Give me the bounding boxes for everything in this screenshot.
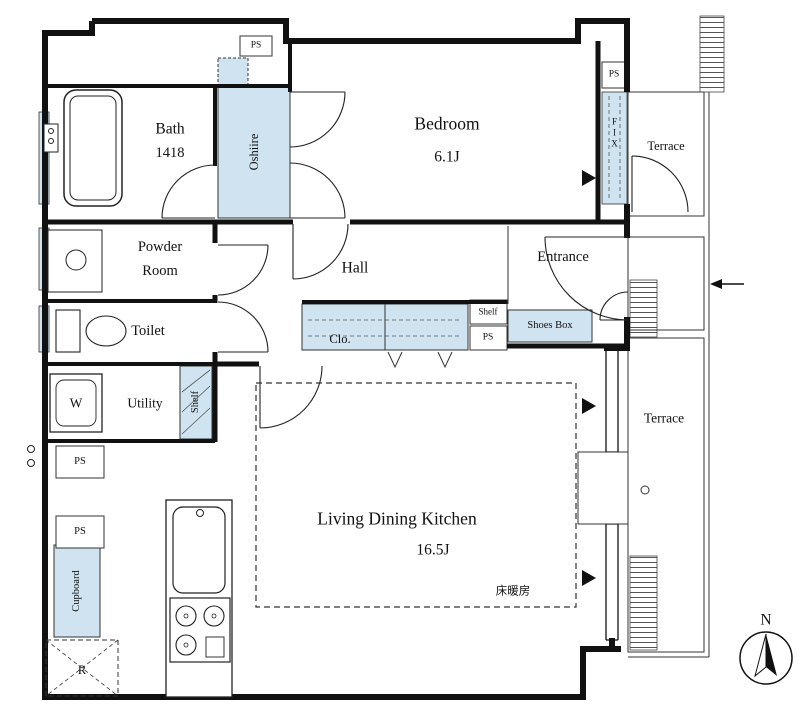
ps-label-mid: PS (482, 332, 494, 343)
ps-label-left2: PS (74, 525, 86, 537)
bath-label: Bath (155, 120, 185, 138)
oshiire-box (217, 85, 291, 219)
ps-box-left2 (55, 515, 105, 549)
terrace-upper-label: Terrace (647, 138, 685, 153)
shoes-box-label: Shoes Box (527, 319, 573, 331)
entry-arrow (710, 279, 744, 289)
bedroom-size-label: 6.1J (434, 148, 460, 166)
ps-box-mid (469, 325, 508, 351)
kitchen-counter (165, 499, 233, 698)
washing-machine (49, 373, 103, 433)
terrace-lower-label: Terrace (643, 410, 685, 426)
sink-faucet (196, 509, 204, 517)
bath-door (161, 164, 216, 219)
powder-door (217, 244, 269, 296)
toilet-fixture (55, 309, 127, 353)
oshiire-label: Oshiire (246, 133, 261, 171)
ps-label-left1: PS (74, 455, 86, 467)
louver-gratings (629, 15, 725, 651)
terrace-windows (605, 349, 619, 641)
entrance-label: Entrance (537, 248, 589, 265)
ps-box-top (239, 35, 273, 57)
shower-fixture (43, 123, 59, 153)
ps-box-left1 (55, 445, 105, 479)
utility-label: Utility (127, 395, 163, 411)
oshiire-door-2 (289, 162, 346, 219)
entrance-door-main (544, 236, 629, 321)
bedroom-label: Bedroom (414, 113, 480, 134)
shelf-upper-label: Shelf (478, 306, 498, 317)
ps-box-topright (601, 61, 628, 89)
storage-fills (38, 57, 628, 638)
terrace-upper-door (631, 155, 689, 213)
refrigerator-label: R (77, 662, 87, 677)
fix-label: FIX (609, 116, 620, 150)
powder-room-label-1: Powder (137, 238, 183, 255)
utility-meters (27, 445, 35, 467)
shelf-utility-label: Shelf (189, 390, 201, 414)
refrigerator-space (45, 639, 119, 697)
structural-column (577, 451, 629, 525)
door-swings (161, 91, 689, 429)
kitchen-sink (172, 506, 226, 594)
closet-label: Clo. (329, 331, 351, 346)
bedroom-door (292, 223, 349, 280)
bath-dim-label: 1418 (155, 144, 185, 161)
floor-heating-area (255, 382, 577, 608)
fix-window-box (601, 91, 628, 205)
hall-label: Hall (341, 259, 369, 277)
terrace-railing (628, 92, 710, 658)
ps-label-topright: PS (608, 69, 620, 80)
bathtub (63, 89, 123, 207)
ps-label-top: PS (250, 40, 262, 51)
ldk-label: Living Dining Kitchen (317, 508, 477, 529)
entrance-door-child (599, 291, 629, 321)
ps-boxes (55, 35, 628, 549)
north-compass (739, 631, 793, 685)
terrace-drain-circle (640, 485, 650, 495)
washer-label: W (69, 395, 83, 411)
vanity-sink (47, 229, 103, 293)
north-label: N (760, 611, 772, 629)
hanger-pipes (387, 351, 453, 369)
duct-box (217, 57, 249, 86)
powder-room-label-2: Room (142, 262, 178, 279)
oshiire-door-1 (289, 91, 346, 148)
toilet-door (217, 301, 269, 353)
ldk-size-label: 16.5J (416, 541, 450, 559)
cupboard-box (53, 544, 101, 638)
terrace-upper-area (627, 91, 705, 217)
ldk-door (259, 365, 323, 429)
stove-grill (205, 636, 225, 658)
walls (42, 18, 630, 700)
floor-heating-label: 床暖房 (495, 585, 531, 598)
shoes-box-box (507, 309, 593, 343)
cupboard-label: Cupboard (70, 570, 82, 612)
window-markers (582, 170, 596, 586)
toilet-label: Toilet (131, 322, 165, 339)
